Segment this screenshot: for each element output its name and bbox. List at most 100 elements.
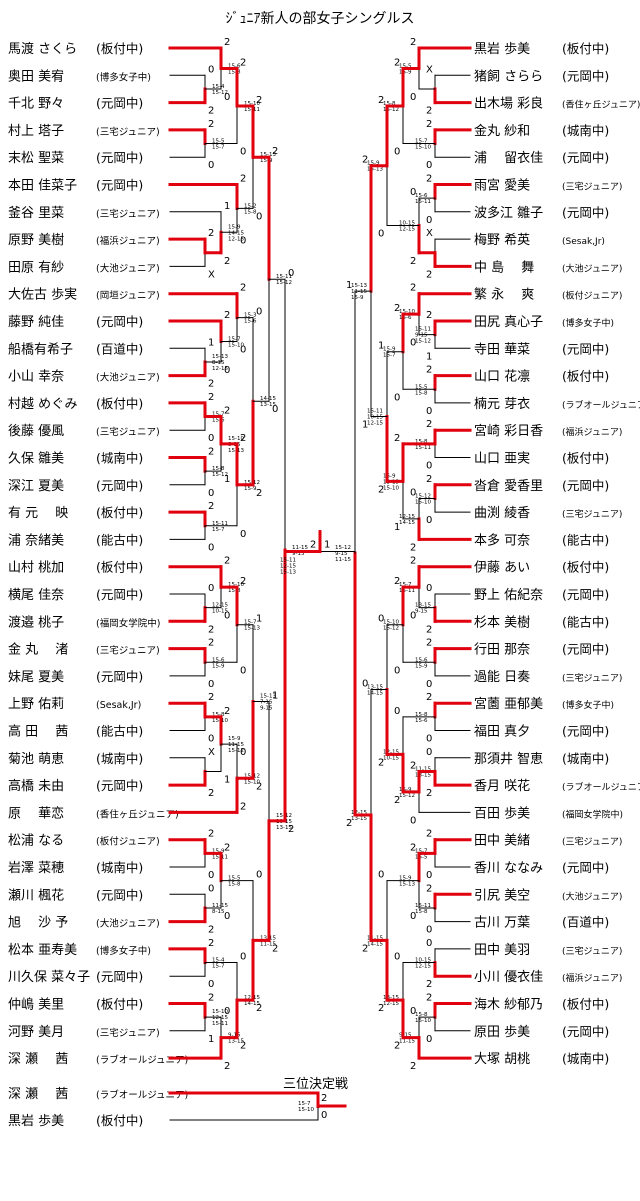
set-count: 0	[394, 952, 400, 963]
player-name-right: 香月 咲花	[474, 778, 530, 794]
game-score: 13-15	[228, 1039, 244, 1045]
game-score: 8-15	[212, 360, 225, 366]
game-score: 9-15	[415, 333, 428, 339]
set-count: 1	[256, 614, 262, 625]
game-score: 15-11	[399, 588, 415, 594]
page-title: ｼﾞｭﾆｱ新人の部女子シングルス	[225, 11, 415, 27]
set-count: 0	[224, 1006, 230, 1017]
player-team-left: (福浜ジュニア)	[96, 235, 160, 247]
player-name-left: 川久保 菜々子	[8, 970, 90, 985]
player-team-left: (能古中)	[96, 724, 143, 739]
game-score: 15-10	[244, 101, 260, 107]
player-name-left: 横尾 佳奈	[8, 588, 64, 603]
game-score: 15-11	[415, 445, 431, 451]
game-score: 13-15	[415, 772, 431, 778]
player-team-right: (元岡中)	[562, 860, 609, 875]
player-team-right: (三宅ジュニア)	[562, 945, 622, 957]
player-team-right: (博多女子中)	[562, 699, 614, 711]
game-score: 15-10	[244, 779, 260, 785]
player-team-right: (城南中)	[562, 1051, 609, 1066]
set-count: 0	[410, 1006, 416, 1017]
set-count: 0	[362, 679, 368, 690]
set-count: 2	[256, 488, 262, 499]
set-count: 2	[208, 624, 214, 635]
set-count: 0	[240, 529, 246, 540]
player-name-left: 有 元 映	[8, 506, 68, 521]
player-team-right: (板付中)	[562, 369, 609, 384]
set-count: 2	[426, 638, 432, 649]
game-score: 15-9	[383, 473, 396, 479]
game-score: 15-10	[228, 342, 244, 348]
player-name-left: 釜谷 里菜	[8, 206, 64, 221]
player-name-left: 渡邉 桃子	[8, 614, 64, 630]
player-team-left: (岡垣ジュニア)	[96, 291, 160, 302]
set-count: X	[426, 228, 433, 239]
set-count: 2	[256, 1003, 262, 1014]
player-team-right: (元岡中)	[562, 1024, 609, 1039]
set-count: 2	[394, 57, 400, 68]
set-count: 0	[240, 665, 246, 676]
game-score: 12-15	[383, 1001, 399, 1007]
game-score: 15-5	[415, 384, 428, 390]
player-team-right: (元岡中)	[562, 478, 609, 493]
set-count: 2	[208, 392, 214, 403]
set-count: X	[208, 747, 215, 758]
set-count: 0	[240, 235, 246, 246]
player-team-left: (大池ジュニア)	[96, 262, 160, 274]
game-score: 15-7	[228, 336, 241, 342]
set-count: 2	[378, 757, 384, 768]
player-name-left: 本田 佳菜子	[8, 179, 77, 194]
player-name-left: 大佐古 歩実	[8, 287, 77, 303]
final-set-left: 2	[310, 540, 316, 551]
player-team-left: (城南中)	[96, 751, 143, 766]
game-score: 15-9	[260, 158, 273, 164]
set-count: 2	[394, 576, 400, 587]
game-score: 15-11	[367, 409, 383, 415]
set-count: 2	[410, 1061, 416, 1072]
set-count: 2	[240, 801, 246, 812]
set-count: 0	[394, 706, 400, 717]
set-count: 0	[394, 665, 400, 676]
game-score: 15-7	[212, 412, 225, 418]
player-name-left: 末松 聖菜	[8, 151, 64, 166]
player-name-left: 河野 美月	[8, 1025, 64, 1040]
game-score: 15-7	[212, 964, 225, 970]
player-team-left: (板付中)	[96, 997, 143, 1012]
player-name-right: 野上 佑紀奈	[474, 588, 543, 603]
set-count: 0	[378, 614, 384, 625]
game-score: 12-15	[399, 514, 415, 520]
set-count: 2	[426, 419, 432, 430]
set-count: 0	[224, 365, 230, 376]
player-team-left: (博多女子中)	[96, 945, 151, 957]
player-name-right: 繁 永 爽	[474, 287, 534, 303]
set-count: 2	[208, 692, 214, 703]
set-count: 2	[426, 829, 432, 840]
player-team-right: (板付中)	[562, 560, 609, 575]
set-count: 2	[208, 829, 214, 840]
game-score: 9-15	[335, 551, 348, 557]
player-team-right: (博多女子中)	[562, 317, 614, 329]
game-score: 14-15	[228, 230, 244, 236]
set-count: 2	[426, 624, 432, 635]
set-count: 0	[426, 747, 432, 758]
game-score: 11-15	[399, 1039, 415, 1045]
game-score: 15-9	[228, 224, 241, 230]
player-name-right: 沓倉 愛香里	[474, 479, 543, 494]
game-score: 9-15	[228, 1033, 241, 1039]
game-score: 15-12	[399, 793, 415, 799]
set-count: 2	[426, 106, 432, 117]
player-name-right: 金丸 紗和	[474, 123, 530, 139]
set-count: 2	[426, 692, 432, 703]
player-name-left: 村越 めぐみ	[8, 397, 78, 412]
player-team-left: (元岡中)	[96, 178, 143, 193]
set-count: 2	[378, 484, 384, 495]
player-name-left: 後藤 優風	[8, 424, 64, 439]
player-team-left: (元岡中)	[96, 478, 143, 493]
player-team-left: (Sesak,Jr)	[96, 700, 141, 711]
game-score: 15-8	[244, 209, 257, 215]
final-score: 15-11	[280, 558, 296, 564]
game-score: 15-11	[212, 1021, 228, 1027]
set-count: 2	[208, 993, 214, 1004]
player-team-right: (元岡中)	[562, 724, 609, 739]
